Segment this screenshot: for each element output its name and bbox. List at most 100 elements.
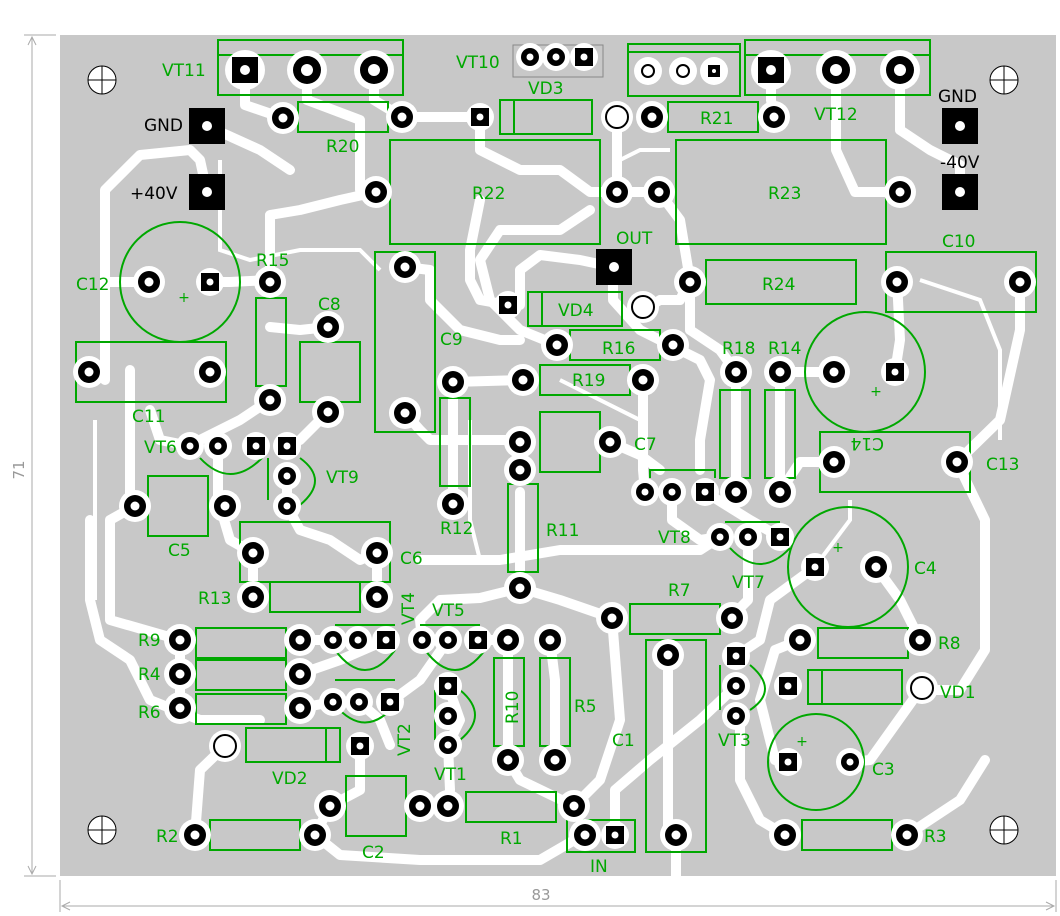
pad <box>164 658 196 690</box>
vt8-body <box>649 469 716 478</box>
pad <box>312 311 344 343</box>
pad <box>722 672 750 700</box>
label-r22: R22 <box>472 184 505 204</box>
pad <box>389 251 421 283</box>
pad <box>542 43 570 71</box>
label-r2: R2 <box>156 827 179 847</box>
label-c5: C5 <box>168 541 191 561</box>
pad <box>601 101 633 133</box>
pad <box>209 490 241 522</box>
pad <box>164 624 196 656</box>
label-vt6: VT6 <box>144 438 177 458</box>
pad <box>942 174 978 210</box>
pad <box>784 624 816 656</box>
pad <box>204 432 232 460</box>
mounting-holes <box>87 65 1019 845</box>
pad <box>386 101 418 133</box>
pad <box>434 672 462 700</box>
pad <box>774 748 802 776</box>
pad <box>119 490 151 522</box>
label-c2: C2 <box>362 843 385 863</box>
pad <box>627 364 659 396</box>
pad <box>657 329 689 361</box>
label-c11: C11 <box>132 407 166 427</box>
label-c10: C10 <box>942 232 976 252</box>
pad <box>404 790 436 822</box>
pad <box>751 50 791 90</box>
vd2-body <box>245 727 341 763</box>
label-vt3: VT3 <box>718 731 751 751</box>
pad <box>716 602 748 634</box>
label-r4: R4 <box>138 665 161 685</box>
label-vt11: VT11 <box>162 61 206 81</box>
pad <box>319 688 347 716</box>
pad <box>284 624 316 656</box>
pad <box>601 176 633 208</box>
silkscreen-labels: VT11 VT10 VD3 VT12 GND GND +40V -40V R20… <box>76 53 1020 877</box>
vt12-body <box>744 39 931 96</box>
pad <box>504 426 536 458</box>
pad <box>758 101 790 133</box>
pad <box>720 476 752 508</box>
pad <box>242 432 270 460</box>
c14-plus-mark: + <box>870 384 882 400</box>
label-r16: R16 <box>602 339 635 359</box>
pad <box>860 551 892 583</box>
pad <box>346 732 374 760</box>
vd4-body <box>527 291 623 327</box>
pad <box>354 50 394 90</box>
label-c3: C3 <box>872 760 895 780</box>
label-vt9: VT9 <box>326 468 359 488</box>
pad <box>722 642 750 670</box>
label-vt4: VT4 <box>399 592 419 625</box>
pad <box>941 446 973 478</box>
label-r7: R7 <box>668 581 691 601</box>
pad <box>801 553 829 581</box>
pad <box>466 103 494 131</box>
pad <box>360 176 392 208</box>
vt11-body <box>217 39 404 96</box>
mounting-hole-bottom-right <box>989 815 1019 845</box>
vd3-body <box>499 99 593 135</box>
pad <box>434 626 462 654</box>
label-gnd-right: GND <box>938 87 977 107</box>
pad <box>345 688 373 716</box>
c3-plus-mark: + <box>796 734 808 750</box>
pad <box>464 626 492 654</box>
label-r10: R10 <box>503 691 523 724</box>
pad <box>492 744 524 776</box>
pad <box>319 626 347 654</box>
label-r20: R20 <box>326 137 359 157</box>
pad <box>389 397 421 429</box>
c4-plus-mark: + <box>832 540 844 556</box>
pad <box>596 602 628 634</box>
pad <box>884 176 916 208</box>
pad <box>287 50 327 90</box>
pad <box>189 108 225 144</box>
pad <box>196 268 224 296</box>
pad <box>284 658 316 690</box>
label-c6: C6 <box>400 549 423 569</box>
pad <box>769 819 801 851</box>
pad <box>669 57 697 85</box>
label-c1: C1 <box>612 731 635 751</box>
label-vt12: VT12 <box>814 105 858 125</box>
pad <box>254 384 286 416</box>
label-c4: C4 <box>914 559 937 579</box>
c12-plus-mark: + <box>178 290 190 306</box>
label-r9: R9 <box>138 631 161 651</box>
pad <box>437 488 469 520</box>
label-vd2: VD2 <box>272 769 308 789</box>
pad <box>818 356 850 388</box>
pad <box>541 329 573 361</box>
pad <box>569 819 601 851</box>
pad <box>652 639 684 671</box>
label-minus-40v: -40V <box>940 153 980 173</box>
c1-body <box>645 639 707 853</box>
height-dimension-label: 71 <box>10 460 28 479</box>
label-plus-40v: +40V <box>130 184 178 204</box>
mounting-hole-top-left <box>87 65 117 95</box>
pad <box>636 101 668 133</box>
pad <box>176 432 204 460</box>
